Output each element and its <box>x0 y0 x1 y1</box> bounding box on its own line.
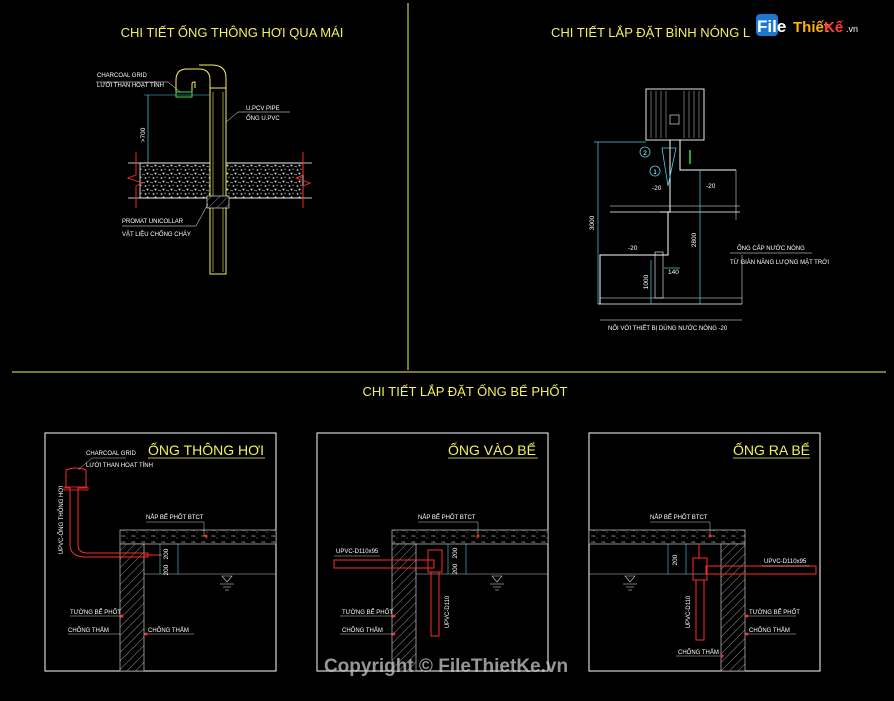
p3-proof-a: CHỐNG THẤM <box>749 627 790 634</box>
label-hot-supply: ỐNG CẤP NƯỚC NÓNG <box>737 245 805 252</box>
marker-1 <box>649 165 661 177</box>
vent-gooseneck <box>175 68 211 93</box>
septic-wall-3 <box>720 543 746 672</box>
dim-140: 140 <box>668 269 679 276</box>
dim-2800: 2800 <box>691 232 698 247</box>
septic-wall-2 <box>391 543 417 672</box>
logo-ke: Kế <box>824 19 844 36</box>
heater-tank <box>645 88 705 141</box>
title-water-heater: CHI TIẾT LẮP ĐẶT BÌNH NÓNG L <box>551 25 750 40</box>
promat-collar <box>206 195 230 209</box>
inlet-tee <box>427 549 443 573</box>
logo-domain: .vn <box>846 24 858 34</box>
dim-3000: 3000 <box>589 215 596 230</box>
outlet-pipe-h <box>705 565 817 575</box>
inlet-pipe-v <box>430 571 440 637</box>
vent-height-dim: >700 <box>140 127 147 142</box>
label-promat: PROMAT UNICOLLAR <box>122 219 184 225</box>
dim-minus20-c: -20 <box>628 245 638 252</box>
p3-outlet: UPVC-D110x95 <box>764 559 807 565</box>
logo-thiet: Thiết <box>793 19 829 36</box>
marker-2-text: 2 <box>643 150 647 157</box>
p3-dim-a: 200 <box>672 554 679 565</box>
marker-2 <box>639 146 651 158</box>
p1-pipe: UPVC-ỐNG THÔNG HƠI <box>58 485 65 554</box>
break-line-right <box>294 152 312 208</box>
panel-inlet-frame <box>316 432 549 672</box>
p1-charcoal-vi: LƯỚI THAN HOẠT TÍNH <box>86 462 153 469</box>
p2-dim-a: 200 <box>452 547 459 558</box>
filethietke-logo-icon: File Thiết Kế .vn <box>756 14 858 36</box>
label-charcoal-grid: CHARCOAL GRID <box>97 73 147 79</box>
title-vent-roof: CHI TIẾT ỐNG THÔNG HƠI QUA MÁI <box>121 25 344 40</box>
water-level-icon <box>220 575 234 591</box>
title-septic: CHI TIẾT LẮP ĐẶT ỐNG BỂ PHỐT <box>363 384 568 399</box>
marker-1-text: 1 <box>653 169 657 176</box>
panel-outlet-frame <box>588 432 821 672</box>
p2-pipe-v: UPVC-D110 <box>445 595 451 628</box>
outlet-tee <box>692 557 708 581</box>
p2-inlet: UPVC-D110x95 <box>336 549 379 555</box>
p1-lid: NẮP BỂ PHỐT BTCT <box>146 513 204 521</box>
water-level-icon <box>490 575 504 591</box>
inlet-pipe-h <box>333 559 435 569</box>
p3-wall: TƯỜNG BỂ PHỐT <box>749 609 800 616</box>
dim-1000: 1000 <box>643 274 650 289</box>
p1-proof-b: CHỐNG THẤM <box>148 627 189 634</box>
p1-wall: TƯỜNG BỂ PHỐT <box>70 609 121 616</box>
septic-lid-3 <box>588 529 746 545</box>
p2-lid: NẮP BỂ PHỐT BTCT <box>418 513 476 521</box>
label-fireproof: VẬT LIỆU CHỐNG CHÁY <box>122 230 191 238</box>
label-solar: TỪ GIÀN NĂNG LƯỢNG MẶT TRỜI <box>730 259 829 266</box>
panel-vent-title: ỐNG THÔNG HƠI <box>148 441 264 458</box>
label-upvc-vi: ỐNG U.PVC <box>246 115 280 122</box>
dim-minus20-a: -20 <box>652 185 662 192</box>
panel-outlet-title: ỐNG RA BỂ <box>733 441 810 458</box>
p1-dim-a: 200 <box>163 548 170 559</box>
vent-pipe-red <box>65 467 149 558</box>
septic-lid-2 <box>391 529 549 545</box>
label-upvc-pipe: U.PCV PIPE <box>246 106 280 112</box>
vent-pipe <box>209 87 227 275</box>
label-charcoal-vi: LƯỚI THAN HOẠT TÍNH <box>97 82 164 89</box>
p1-dim-b: 200 <box>163 564 170 575</box>
p2-dim-b: 200 <box>452 563 459 574</box>
outlet-pipe-v <box>695 579 705 641</box>
dim-minus20-b: -20 <box>706 183 716 190</box>
p3-lid: NẮP BỂ PHỐT BTCT <box>650 513 708 521</box>
label-connect: NỐI VỚI THIẾT BỊ DÙNG NƯỚC NÓNG -20 <box>608 325 728 332</box>
water-heater-detail: 1 2 3000 2800 1000 140 -20 -20 -20 ỐNG C… <box>589 88 829 332</box>
p1-proof-a: CHỐNG THẤM <box>68 627 109 634</box>
panel-outlet-drawing: 200 NẮP BỂ PHỐT BTCT UPVC-D110x95 UPVC-D… <box>588 513 817 672</box>
panel-vent-drawing: 200 200 CHARCOAL GRID LƯỚI THAN HOẠT TÍN… <box>58 451 277 672</box>
water-level-icon <box>623 575 637 591</box>
vent-roof-detail: >700 CHARCOAL GRID LƯỚI THAN HOẠT TÍNH U… <box>96 64 312 275</box>
p1-charcoal: CHARCOAL GRID <box>86 451 136 457</box>
p3-proof-b: CHỐNG THẤM <box>678 649 719 656</box>
break-line-left <box>126 152 144 208</box>
panel-vent-frame <box>44 432 277 672</box>
p3-pipe-v: UPVC-D110 <box>686 595 692 628</box>
p2-proof: CHỐNG THẤM <box>342 627 383 634</box>
copyright-watermark: Copyright © FileThietKe.vn <box>324 656 568 677</box>
septic-wall-1 <box>119 543 145 672</box>
panel-inlet-drawing: 200 200 NẮP BỂ PHỐT BTCT UPVC-D110x95 UP… <box>333 513 549 672</box>
panel-inlet-title: ỐNG VÀO BỂ <box>448 441 536 458</box>
p2-wall: TƯỜNG BỂ PHỐT <box>342 609 393 616</box>
logo-file: File <box>757 17 786 36</box>
septic-lid-1 <box>119 529 277 545</box>
